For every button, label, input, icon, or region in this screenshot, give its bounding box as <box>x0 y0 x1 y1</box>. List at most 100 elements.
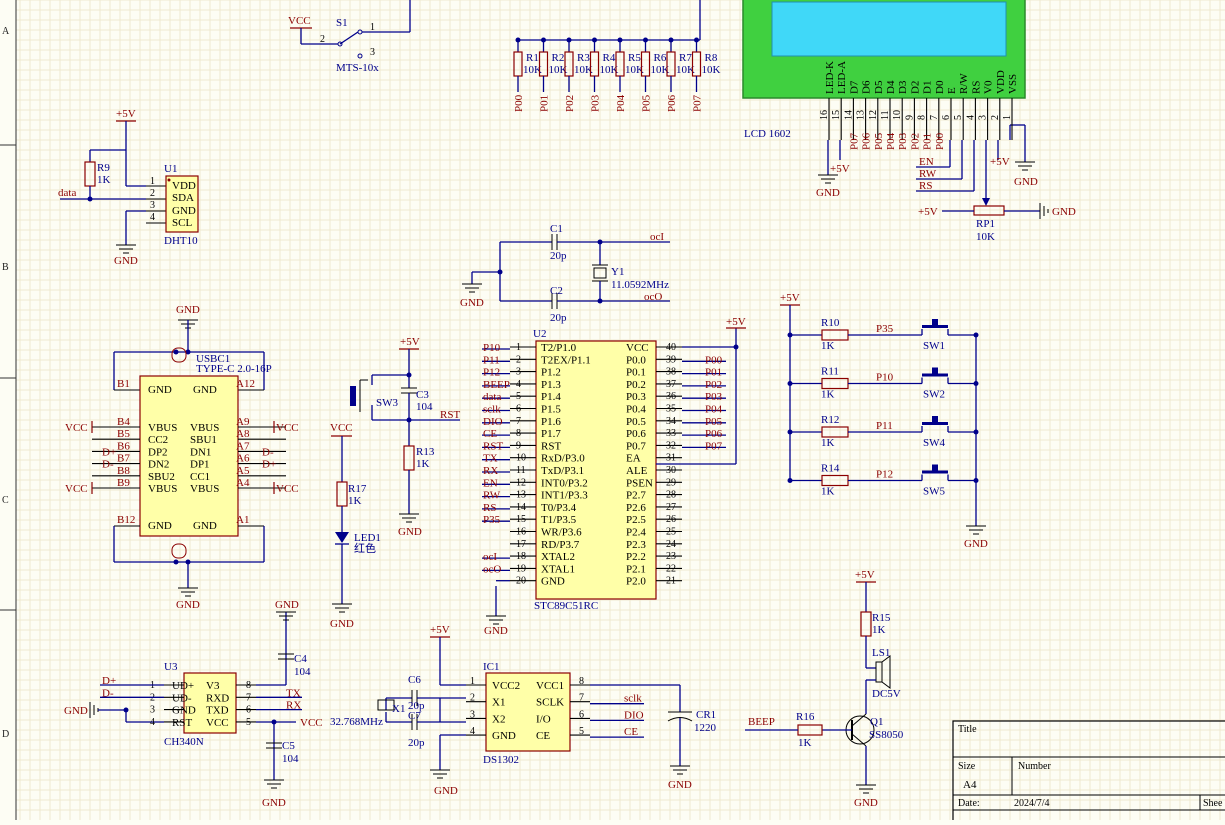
part-name: LCD 1602 <box>744 128 791 140</box>
pin-name: T2/P1.0 <box>541 342 577 354</box>
lcd-1602: LCD 1602 EN RW RS +5V GND +5V GND +5V <box>742 0 1076 243</box>
pin-name: P0.6 <box>626 428 646 440</box>
net-label: P10 <box>483 342 501 354</box>
pin-number: 9 <box>516 440 521 451</box>
resistor-designator: R2 <box>552 52 565 64</box>
pin-name: RST <box>172 717 192 729</box>
designator: R13 <box>416 446 435 458</box>
pin-name: PSEN <box>626 477 653 489</box>
number-label: Number <box>1018 761 1051 772</box>
pin-number: 5 <box>516 391 521 402</box>
net-label: P12 <box>876 469 893 481</box>
pin-name: VCC <box>206 717 229 729</box>
lcd-pin-name: D3 <box>897 80 909 94</box>
power-label-gnd: GND <box>114 255 138 267</box>
pin-name: P1.7 <box>541 428 561 440</box>
part-value: 20p <box>550 312 567 324</box>
pin-name: P0.1 <box>626 367 646 379</box>
lcd-pin-name: D7 <box>848 80 860 94</box>
pin-number: 23 <box>666 551 676 562</box>
pin-number: 4 <box>965 115 976 120</box>
pin-number: 32 <box>666 440 676 451</box>
designator: USBC1 <box>196 353 230 365</box>
power-label-gnd: GND <box>1052 206 1076 218</box>
pin-number: 11 <box>880 110 891 120</box>
pin-number: 14 <box>843 110 854 120</box>
pin-name: P1.5 <box>541 404 561 416</box>
pin-number: B9 <box>117 477 130 489</box>
net-label: P02 <box>909 133 921 150</box>
designator: C4 <box>294 653 307 665</box>
pin-number: 12 <box>516 477 526 488</box>
pin-number: 2 <box>990 115 1001 120</box>
part-value: 1K <box>798 737 812 749</box>
pin-number: A6 <box>236 453 250 465</box>
resistor-designator: R14 <box>821 463 840 475</box>
net-label: P35 <box>483 514 501 526</box>
resistor-value: 10K <box>600 64 619 76</box>
pin-number: 38 <box>666 367 676 378</box>
designator: R9 <box>97 162 110 174</box>
pin-number: 24 <box>666 539 676 550</box>
net-label: P07 <box>705 440 723 452</box>
pin-number: 33 <box>666 428 676 439</box>
net-label: P03 <box>897 132 909 150</box>
usb-c-connector: GND GND USBC1 TYPE-C 2.0-16P B1 A12 B12 … <box>65 304 299 611</box>
date-value: 2024/7/4 <box>1014 798 1050 809</box>
net-label: P06 <box>705 428 723 440</box>
pin-number: 1 <box>516 342 521 353</box>
resistor-value: 1K <box>821 437 835 449</box>
pin-name: DN2 <box>148 459 169 471</box>
pin-number: 29 <box>666 477 676 488</box>
pin-name: V3 <box>206 680 220 692</box>
part-value: 20p <box>408 700 425 712</box>
net-label: RS <box>919 180 932 192</box>
net-label: RW <box>919 168 937 180</box>
zone-label: D <box>2 729 9 740</box>
lcd-pin-name: D5 <box>873 80 885 94</box>
net-label: P01 <box>705 367 722 379</box>
net-label: RX <box>286 700 301 712</box>
net-label: P05 <box>873 132 885 150</box>
pin-number: A4 <box>236 477 250 489</box>
net-label: D- <box>262 446 274 458</box>
pin-number: 7 <box>579 693 584 704</box>
pin-name: T1/P3.5 <box>541 514 577 526</box>
pin-name: VCC1 <box>536 680 564 692</box>
designator: U2 <box>533 328 546 340</box>
net-label: EN <box>483 477 498 489</box>
part-value: DC5V <box>872 688 901 700</box>
resistor-value: 10K <box>676 64 695 76</box>
resistor-designator: R8 <box>705 52 718 64</box>
pin-number: 5 <box>246 717 251 728</box>
pin-name: ALE <box>626 465 648 477</box>
net-label: P01 <box>539 95 551 112</box>
switch-designator: SW2 <box>923 389 945 401</box>
resistor-value: 1K <box>821 389 835 401</box>
power-label-5v: +5V <box>855 569 875 581</box>
net-label: P07 <box>848 132 860 150</box>
designator: U3 <box>164 661 178 673</box>
pin-number: 37 <box>666 379 676 390</box>
designator: CR1 <box>696 709 716 721</box>
pin-number: 13 <box>856 110 867 120</box>
pin-number: 15 <box>516 514 526 525</box>
net-label: RS <box>483 502 496 514</box>
part-value: 20p <box>550 250 567 262</box>
pin-name: DP1 <box>190 459 210 471</box>
pin-name: T0/P3.4 <box>541 502 577 514</box>
pin-number: 12 <box>868 110 879 120</box>
pin-number: 16 <box>516 527 526 538</box>
part-name: STC89C51RC <box>534 600 598 612</box>
power-label-5v: +5V <box>830 163 850 175</box>
net-label: ocI <box>650 231 664 243</box>
net-label: P01 <box>922 133 934 150</box>
rtc-ds1302: IC1 DS1302 +5V GND X1 32.768MHz C6 20p C… <box>330 624 717 797</box>
pin-name: X2 <box>492 713 505 725</box>
pin-name: SBU1 <box>190 434 217 446</box>
pin-name: VCC2 <box>492 680 520 692</box>
pin-name: P2.7 <box>626 490 646 502</box>
buzzer-driver: +5V GND BEEP R16 1K R15 1K LS1 DC5V Q1 S… <box>745 569 904 809</box>
pin-number: A9 <box>236 416 250 428</box>
